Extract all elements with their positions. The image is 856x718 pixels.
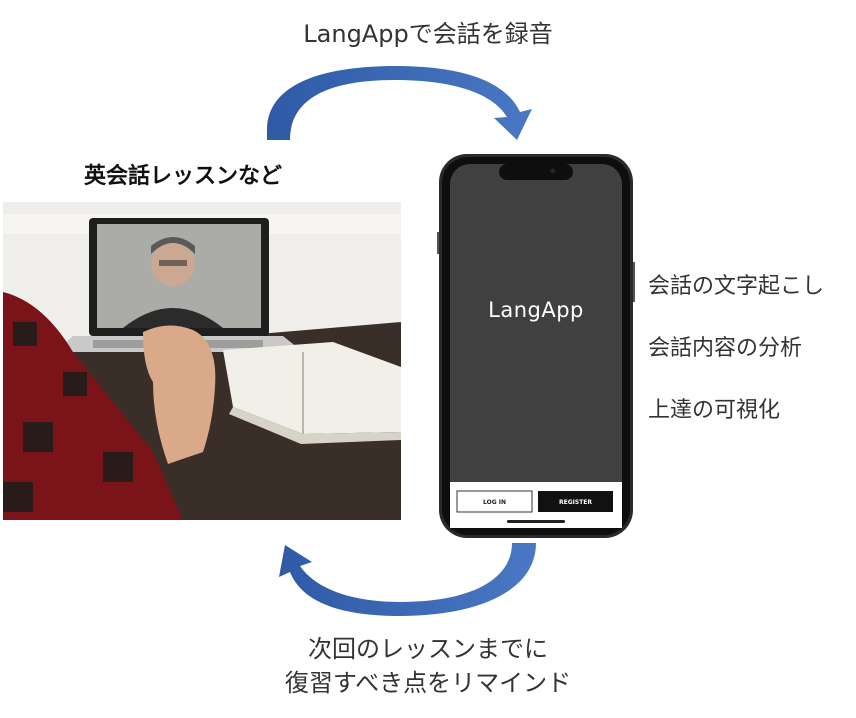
bottom-cycle-arrow	[279, 543, 536, 616]
bottom-caption-line2: 復習すべき点をリマインド	[284, 669, 572, 697]
feature-analysis: 会話内容の分析	[648, 336, 803, 361]
feature-transcription: 会話の文字起こし	[648, 274, 825, 299]
student	[3, 292, 216, 520]
lesson-title: 英会話レッスンなど	[84, 164, 283, 189]
register-button-label: REGISTER	[559, 499, 592, 506]
phone-screen	[450, 164, 622, 528]
login-button[interactable]	[456, 490, 533, 513]
feature-visualization: 上達の可視化	[648, 398, 781, 423]
register-button[interactable]	[538, 491, 613, 512]
phone-mockup: LOG IN REGISTER LangApp	[437, 152, 635, 540]
open-book	[223, 342, 401, 444]
bottom-caption-line1: 次回のレッスンまでに	[308, 635, 548, 663]
top-cycle-arrow	[267, 66, 532, 140]
top-caption: LangAppで会話を録音	[303, 20, 553, 48]
home-indicator	[507, 520, 565, 523]
lesson-photo	[3, 202, 401, 520]
app-logo-text: LangApp	[488, 298, 584, 322]
bottom-caption: 次回のレッスンまでに 復習すべき点をリマインド	[0, 632, 856, 700]
login-button-label: LOG IN	[483, 499, 506, 506]
